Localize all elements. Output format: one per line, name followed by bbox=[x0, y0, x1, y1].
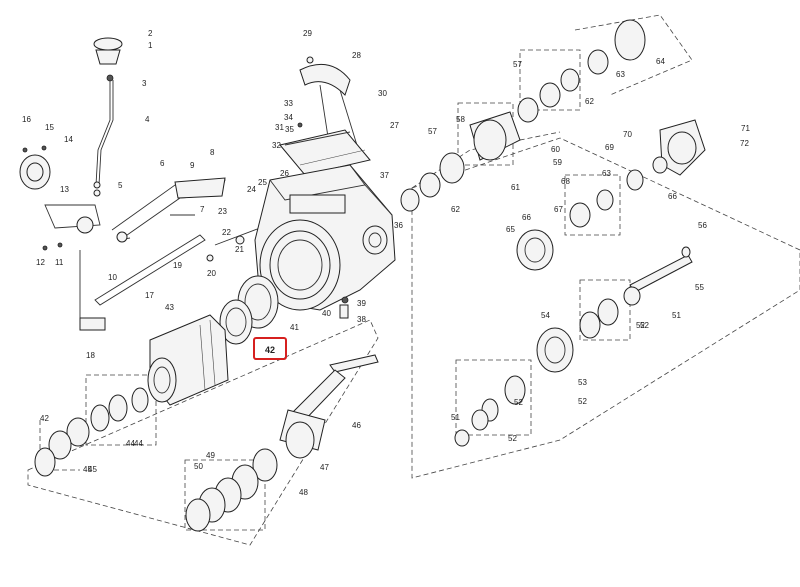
callout-23: 23 bbox=[218, 207, 227, 216]
callout-69: 69 bbox=[605, 143, 614, 152]
lower-right-shaft bbox=[454, 246, 693, 447]
callout-15: 15 bbox=[45, 123, 54, 132]
callout-5: 5 bbox=[118, 181, 123, 190]
callout-68: 68 bbox=[561, 177, 570, 186]
callout-repeat-42: 42 bbox=[40, 414, 49, 423]
callout-54: 54 bbox=[541, 311, 550, 320]
callout-33: 33 bbox=[284, 99, 293, 108]
callout-3: 3 bbox=[142, 79, 147, 88]
callout-25: 25 bbox=[258, 178, 267, 187]
callout-19: 19 bbox=[173, 261, 182, 270]
callout-repeat-62: 62 bbox=[451, 205, 460, 214]
callout-35: 35 bbox=[285, 125, 294, 134]
callout-43: 43 bbox=[165, 303, 174, 312]
callout-30: 30 bbox=[378, 89, 387, 98]
callout-48: 48 bbox=[299, 488, 308, 497]
callout-70: 70 bbox=[623, 130, 632, 139]
callout-9: 9 bbox=[190, 161, 195, 170]
callout-64: 64 bbox=[656, 57, 665, 66]
callout-repeat-52: 52 bbox=[508, 434, 517, 443]
callout-56: 56 bbox=[698, 221, 707, 230]
callout-16: 16 bbox=[22, 115, 31, 124]
callout-14: 14 bbox=[64, 135, 73, 144]
callout-60: 60 bbox=[551, 145, 560, 154]
left-rings bbox=[19, 145, 51, 190]
callout-2: 2 bbox=[148, 29, 153, 38]
front-bearings bbox=[219, 275, 279, 345]
callout-18: 18 bbox=[86, 351, 95, 360]
callout-61: 61 bbox=[511, 183, 520, 192]
callout-37: 37 bbox=[380, 171, 389, 180]
main-gear bbox=[34, 314, 229, 477]
callout-38: 38 bbox=[357, 315, 366, 324]
callout-repeat-44: 44 bbox=[126, 439, 135, 448]
shift-lever bbox=[93, 37, 123, 197]
linkage bbox=[42, 177, 261, 331]
callout-62: 62 bbox=[585, 97, 594, 106]
callout-47: 47 bbox=[320, 463, 329, 472]
callout-4: 4 bbox=[145, 115, 150, 124]
callout-labels: 1234567891011121314151617181920212223242… bbox=[22, 29, 750, 497]
callout-57: 57 bbox=[513, 60, 522, 69]
callout-repeat-57: 57 bbox=[428, 127, 437, 136]
callout-40: 40 bbox=[322, 309, 331, 318]
callout-34: 34 bbox=[284, 113, 293, 122]
highlight-box bbox=[253, 337, 287, 360]
callout-55: 55 bbox=[695, 283, 704, 292]
callout-46: 46 bbox=[352, 421, 361, 430]
callout-45: 45 bbox=[88, 465, 97, 474]
callout-repeat-52: 52 bbox=[636, 321, 645, 330]
callout-36: 36 bbox=[394, 221, 403, 230]
callout-66: 66 bbox=[522, 213, 531, 222]
assembly-outlines bbox=[27, 14, 800, 546]
callout-53: 53 bbox=[578, 378, 587, 387]
callout-20: 20 bbox=[207, 269, 216, 278]
callout-12: 12 bbox=[36, 258, 45, 267]
callout-repeat-52: 52 bbox=[578, 397, 587, 406]
callout-1: 1 bbox=[148, 41, 153, 50]
callout-44: 44 bbox=[134, 439, 143, 448]
callout-17: 17 bbox=[145, 291, 154, 300]
gearbox-housing bbox=[254, 164, 396, 319]
callout-24: 24 bbox=[247, 185, 256, 194]
callout-32: 32 bbox=[272, 141, 281, 150]
callout-repeat-45: 45 bbox=[83, 465, 92, 474]
callout-26: 26 bbox=[280, 169, 289, 178]
callout-8: 8 bbox=[210, 148, 215, 157]
callout-22: 22 bbox=[222, 228, 231, 237]
callout-repeat-51: 51 bbox=[451, 413, 460, 422]
callout-39: 39 bbox=[357, 299, 366, 308]
callout-6: 6 bbox=[160, 159, 165, 168]
callout-67: 67 bbox=[554, 205, 563, 214]
callout-29: 29 bbox=[303, 29, 312, 38]
callout-21: 21 bbox=[235, 245, 244, 254]
right-gears bbox=[400, 19, 706, 271]
callout-28: 28 bbox=[352, 51, 361, 60]
callout-31: 31 bbox=[275, 123, 284, 132]
callout-repeat-52: 52 bbox=[514, 398, 523, 407]
callout-repeat-66: 66 bbox=[668, 192, 677, 201]
callout-72: 72 bbox=[740, 139, 749, 148]
callout-27: 27 bbox=[390, 121, 399, 130]
callout-52: 52 bbox=[640, 321, 649, 330]
callout-41: 41 bbox=[290, 323, 299, 332]
main-shaft bbox=[185, 354, 379, 532]
callout-10: 10 bbox=[108, 273, 117, 282]
callout-repeat-63: 63 bbox=[602, 169, 611, 178]
callout-51: 51 bbox=[672, 311, 681, 320]
highlighted-part-label: 42 bbox=[265, 345, 275, 355]
callout-13: 13 bbox=[60, 185, 69, 194]
callout-71: 71 bbox=[741, 124, 750, 133]
callout-11: 11 bbox=[55, 258, 64, 267]
callout-59: 59 bbox=[553, 158, 562, 167]
fork-and-cover bbox=[279, 56, 371, 176]
callout-50: 50 bbox=[194, 462, 203, 471]
callout-65: 65 bbox=[506, 225, 515, 234]
callout-7: 7 bbox=[200, 205, 205, 214]
callout-49: 49 bbox=[206, 451, 215, 460]
callout-58: 58 bbox=[456, 115, 465, 124]
callout-63: 63 bbox=[616, 70, 625, 79]
